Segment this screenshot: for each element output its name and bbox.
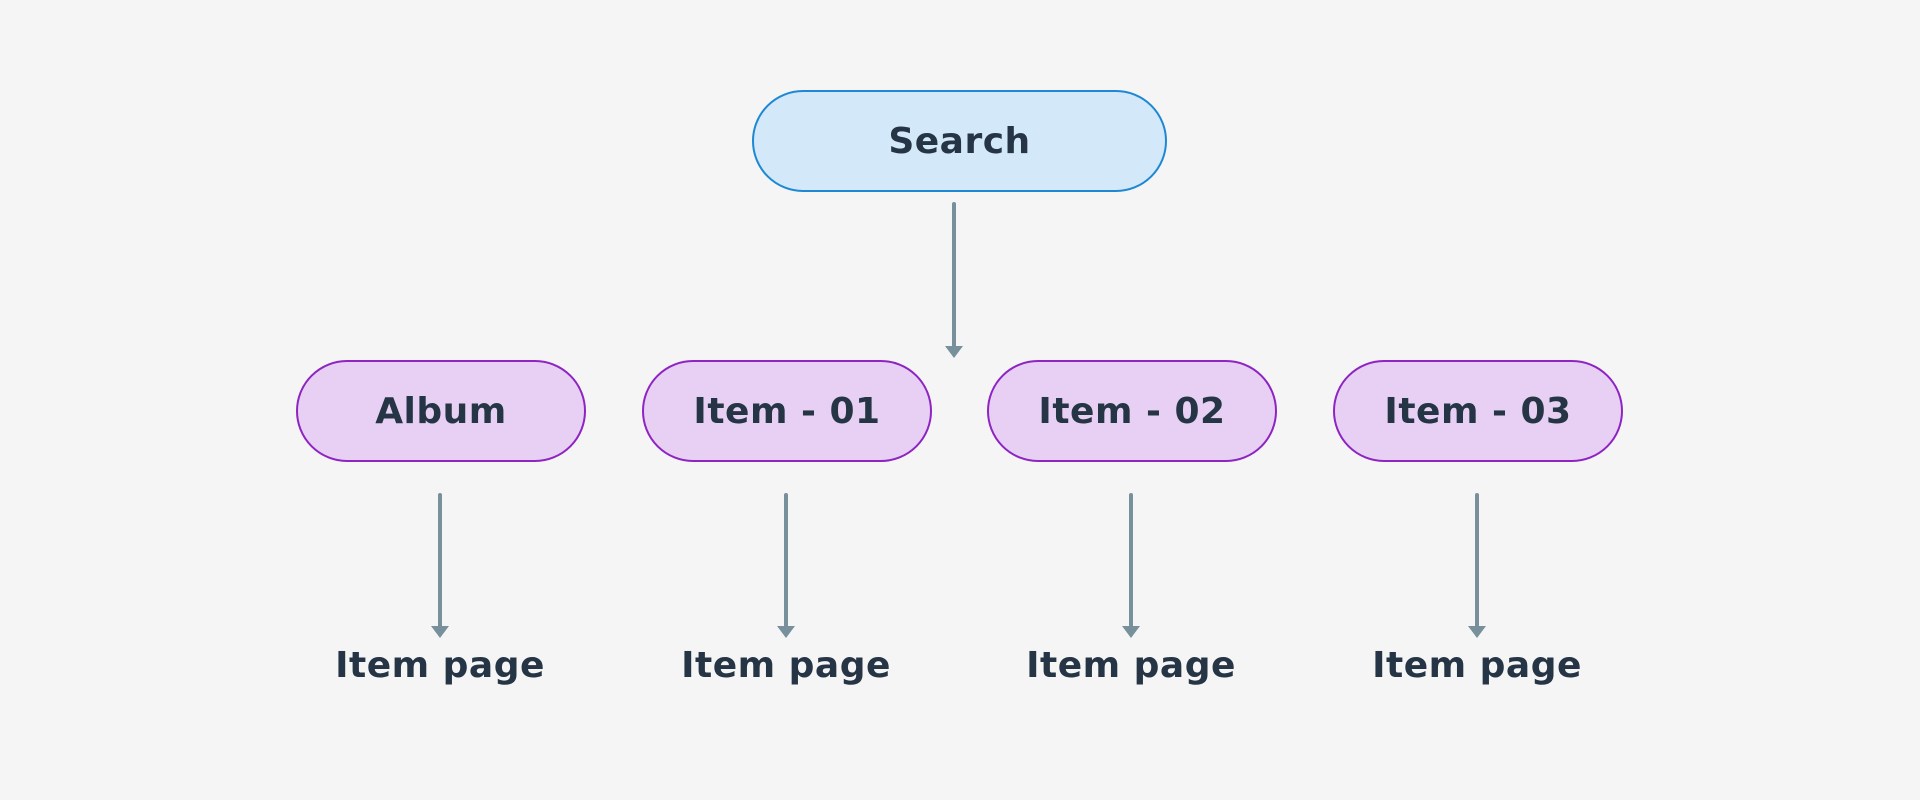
album-node: Album bbox=[296, 360, 586, 462]
search-node: Search bbox=[752, 90, 1167, 192]
arrowhead-album bbox=[431, 626, 449, 638]
item-02-node: Item - 02 bbox=[987, 360, 1277, 462]
arrowhead-item03 bbox=[1468, 626, 1486, 638]
item-03-node: Item - 03 bbox=[1333, 360, 1623, 462]
arrowhead-search bbox=[945, 346, 963, 358]
item-02-item-page-label: Item page bbox=[1026, 645, 1236, 686]
arrowhead-item02 bbox=[1122, 626, 1140, 638]
item-03-item-page-label: Item page bbox=[1372, 645, 1582, 686]
arrowhead-item01 bbox=[777, 626, 795, 638]
item-01-node: Item - 01 bbox=[642, 360, 932, 462]
item-01-item-page-label: Item page bbox=[681, 645, 891, 686]
album-item-page-label: Item page bbox=[335, 645, 545, 686]
